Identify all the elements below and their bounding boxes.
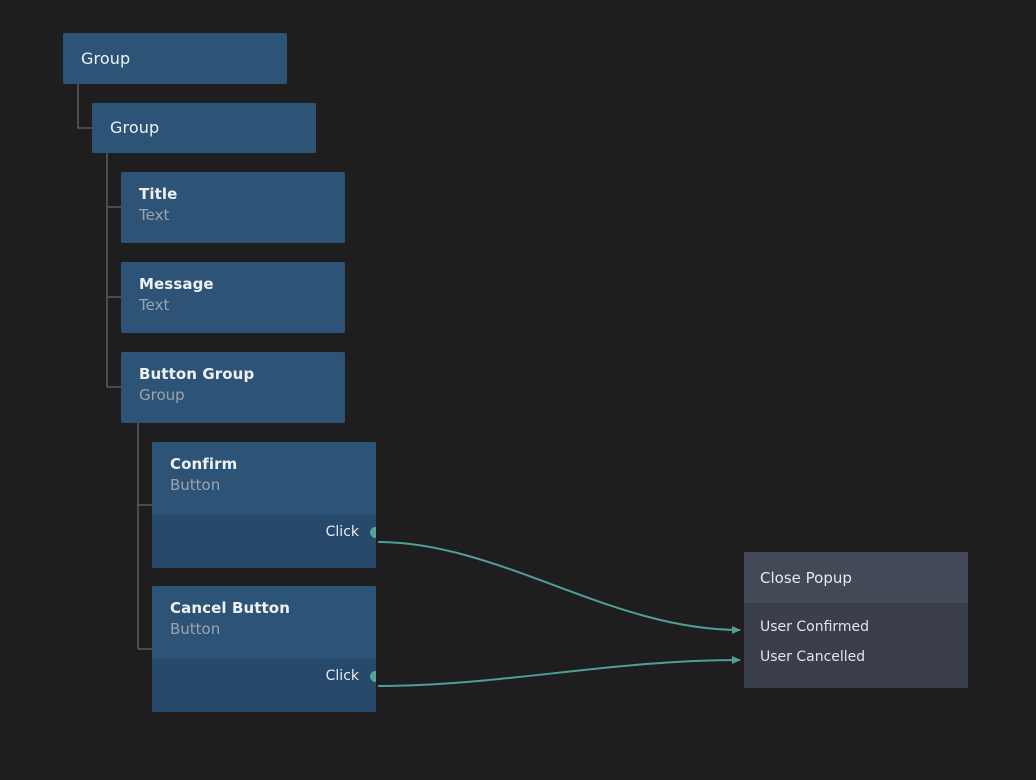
nested-group-node-header: Group (92, 103, 316, 153)
input-user-cancelled[interactable]: User Cancelled (744, 642, 968, 672)
confirm-click-port-row[interactable]: Click (326, 522, 376, 542)
input-user-cancelled-label: User Cancelled (760, 649, 866, 665)
edge-confirm-click-to-user-confirmed[interactable] (377, 541, 741, 634)
confirm-button-node-title: Confirm (170, 455, 238, 473)
cancel-click-port-dot[interactable] (370, 670, 376, 682)
tree-link-group-to-children (106, 153, 121, 388)
tree-link-root-to-group (77, 84, 92, 129)
confirm-button-node-type-label: Button (170, 476, 221, 494)
input-user-confirmed[interactable]: User Confirmed (744, 612, 968, 642)
cancel-click-port-row[interactable]: Click (326, 666, 376, 686)
root-group-node[interactable]: Group (63, 33, 287, 84)
button-group-node-title: Button Group (139, 365, 255, 383)
tree-link-buttongroup-to-buttons (137, 423, 152, 650)
message-text-node-title: Message (139, 275, 214, 293)
nested-group-node-title: Group (110, 118, 160, 137)
confirm-click-port-label: Click (325, 524, 359, 540)
confirm-button-node-ports: Click (152, 515, 376, 568)
nested-group-node[interactable]: Group (92, 103, 316, 153)
root-group-node-header: Group (63, 33, 287, 84)
cancel-click-port-label: Click (325, 668, 359, 684)
title-text-node-type-label: Text (139, 206, 170, 224)
cancel-button-node-title: Cancel Button (170, 599, 290, 617)
title-text-node-title: Title (139, 185, 178, 203)
confirm-click-port-dot[interactable] (370, 526, 376, 538)
close-popup-node-title: Close Popup (760, 568, 852, 587)
cancel-button-node-type-label: Button (170, 620, 221, 638)
cancel-button-node-ports: Click (152, 659, 376, 712)
message-text-node-type-label: Text (139, 296, 170, 314)
edge-cancel-click-to-user-cancelled[interactable] (377, 656, 741, 687)
button-group-node-type-label: Group (139, 386, 185, 404)
close-popup-node-header: Close Popup (744, 552, 968, 603)
root-group-node-title: Group (81, 48, 131, 68)
input-user-confirmed-label: User Confirmed (760, 619, 870, 635)
